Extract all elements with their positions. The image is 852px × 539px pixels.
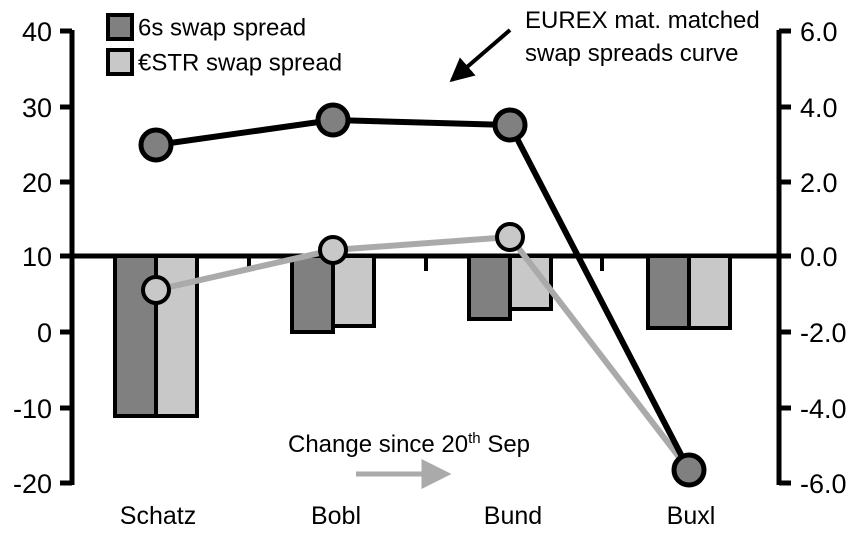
- eurex-marker-bund: [492, 107, 528, 143]
- change-note-superscript: th: [468, 430, 481, 447]
- estr-marker-bund: [495, 222, 525, 252]
- legend-swatch-6s: [106, 13, 134, 41]
- right-tick-label-4: 4.0: [800, 93, 838, 123]
- estr-marker-bobl: [318, 235, 348, 265]
- left-tick-label-40: 40: [22, 17, 52, 47]
- change-note-suffix: Sep: [481, 431, 530, 458]
- bar-group-buxl: [646, 254, 732, 330]
- legend-label-6s: 6s swap spread: [138, 14, 306, 41]
- left-tick-label-30: 30: [22, 93, 52, 123]
- legend: 6s swap spread €STR swap spread: [106, 13, 342, 76]
- change-note: Change since 20th Sep: [288, 430, 530, 489]
- eurex-callout-arrow-icon: [449, 28, 512, 83]
- estr-curve-line: [155, 233, 692, 472]
- bar-bund-6s: [467, 254, 512, 321]
- eurex-callout: EUREX mat. matched swap spreads curve: [449, 7, 760, 83]
- category-labels: Schatz Bobl Bund Buxl: [120, 502, 716, 530]
- left-tick-label-0: 0: [37, 318, 52, 348]
- cat-label-bund: Bund: [484, 502, 542, 530]
- eurex-curve-line: [155, 116, 692, 472]
- eurex-marker-buxl: [671, 452, 707, 488]
- right-tick-label-0: 0.0: [800, 242, 838, 272]
- cat-label-schatz: Schatz: [120, 502, 196, 530]
- left-axis: 40 30 20 10 0 -10 -20: [13, 17, 75, 499]
- left-tick-label-m20: -20: [13, 469, 52, 499]
- legend-label-estr: €STR swap spread: [138, 49, 342, 76]
- bar-group-bobl: [290, 254, 376, 334]
- legend-swatch-estr: [106, 48, 134, 76]
- left-tick-label-m10: -10: [13, 394, 52, 424]
- bar-buxl-6s: [646, 254, 691, 330]
- right-tick-label-m6: -6.0: [800, 469, 847, 499]
- eurex-callout-line1: EUREX mat. matched: [525, 7, 760, 34]
- right-tick-label-6: 6.0: [800, 17, 838, 47]
- bar-group-bund: [467, 254, 553, 321]
- eurex-callout-line2: swap spreads curve: [525, 40, 738, 67]
- right-tick-label-m2: -2.0: [800, 318, 847, 348]
- bar-buxl-estr: [687, 254, 732, 330]
- right-tick-label-2: 2.0: [800, 168, 838, 198]
- cat-label-bobl: Bobl: [311, 502, 361, 530]
- cat-label-buxl: Buxl: [667, 502, 716, 530]
- change-note-text: Change since 20th Sep: [288, 430, 530, 458]
- estr-curve-series: [141, 222, 692, 472]
- eurex-curve-series: [138, 102, 707, 488]
- left-tick-label-20: 20: [22, 168, 52, 198]
- category-ticks: [70, 256, 781, 271]
- eurex-marker-bobl: [315, 102, 351, 138]
- right-tick-label-m4: -4.0: [800, 394, 847, 424]
- bar-bobl-estr: [331, 254, 376, 328]
- eurex-marker-schatz: [138, 127, 174, 163]
- estr-marker-schatz: [141, 275, 171, 305]
- change-note-prefix: Change since 20: [288, 431, 468, 458]
- left-tick-label-10: 10: [22, 242, 52, 272]
- bar-bobl-6s: [290, 254, 335, 334]
